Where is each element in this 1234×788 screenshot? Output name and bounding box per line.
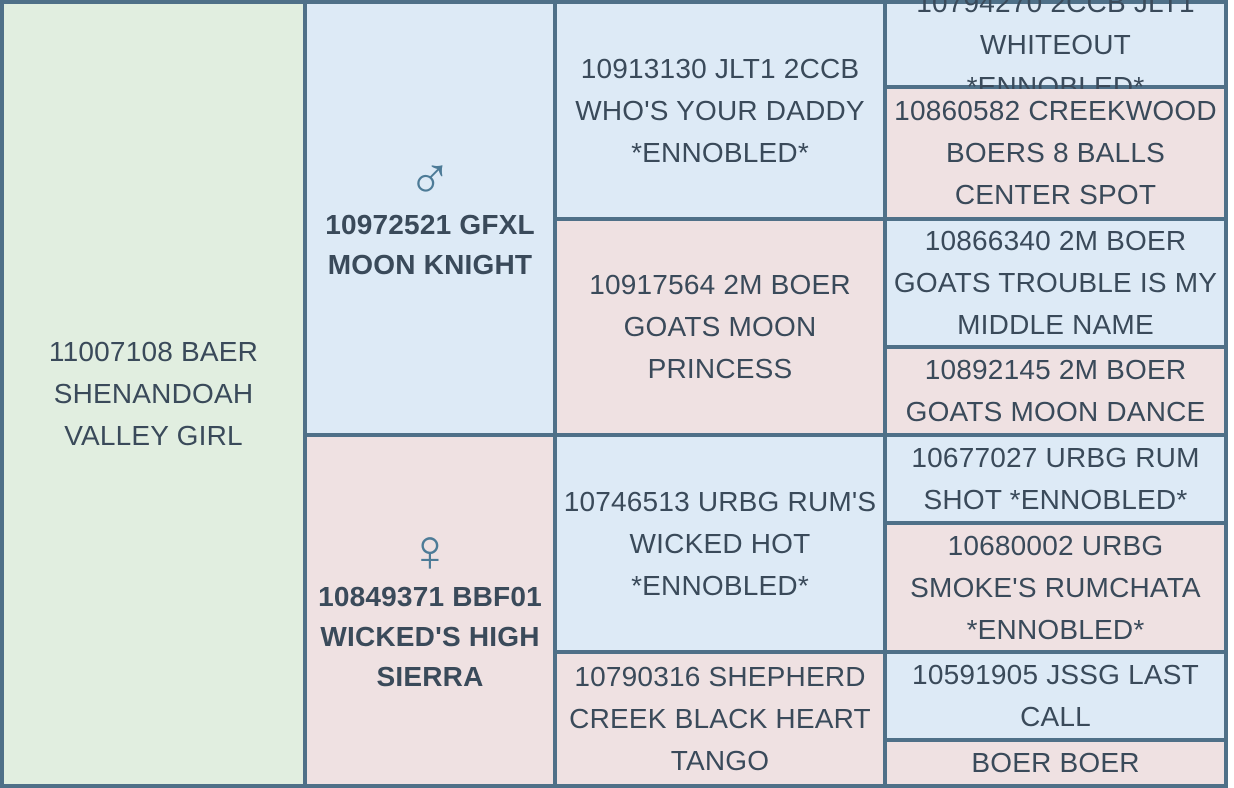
great-grandparent-name: BOER BOER bbox=[971, 747, 1140, 778]
subject-cell[interactable]: 11007108 BAER SHENANDOAH VALLEY GIRL bbox=[4, 4, 303, 784]
sire-dam-cell[interactable]: 10917564 2M BOER GOATS MOON PRINCESS bbox=[557, 221, 883, 433]
dam-sire-name: 10746513 URBG RUM'S WICKED HOT *ENNOBLED… bbox=[563, 485, 877, 601]
sire-name: 10972521 GFXL MOON KNIGHT bbox=[325, 208, 535, 280]
great-grandparent-name: 10860582 CREEKWOOD BOERS 8 BALLS CENTER … bbox=[894, 95, 1217, 210]
great-grandparent-4-cell[interactable]: 10892145 2M BOER GOATS MOON DANCE bbox=[887, 349, 1224, 433]
great-grandparent-8-cell[interactable]: BOER BOER bbox=[887, 742, 1224, 784]
sire-sire-name: 10913130 JLT1 2CCB WHO'S YOUR DADDY *ENN… bbox=[575, 52, 865, 168]
great-grandparent-7-cell[interactable]: 10591905 JSSG LAST CALL bbox=[887, 654, 1224, 738]
great-grandparent-name: 10680002 URBG SMOKE'S RUMCHATA *ENNOBLED… bbox=[910, 529, 1201, 645]
dam-sire-cell[interactable]: 10746513 URBG RUM'S WICKED HOT *ENNOBLED… bbox=[557, 437, 883, 650]
dam-name: 10849371 BBF01 WICKED'S HIGH SIERRA bbox=[318, 580, 542, 692]
great-grandparent-5-cell[interactable]: 10677027 URBG RUM SHOT *ENNOBLED* bbox=[887, 437, 1224, 521]
dam-dam-name: 10790316 SHEPHERD CREEK BLACK HEART TANG… bbox=[569, 661, 871, 776]
female-symbol-icon: ♀ bbox=[407, 516, 453, 584]
sire-sire-cell[interactable]: 10913130 JLT1 2CCB WHO'S YOUR DADDY *ENN… bbox=[557, 4, 883, 217]
dam-dam-cell[interactable]: 10790316 SHEPHERD CREEK BLACK HEART TANG… bbox=[557, 654, 883, 784]
subject-name: 11007108 BAER SHENANDOAH VALLEY GIRL bbox=[48, 336, 259, 451]
great-grandparent-name: 10677027 URBG RUM SHOT *ENNOBLED* bbox=[911, 442, 1200, 515]
sire-cell[interactable]: ♂ 10972521 GFXL MOON KNIGHT bbox=[307, 4, 553, 433]
male-symbol-icon: ♂ bbox=[407, 144, 453, 212]
dam-cell[interactable]: ♀ 10849371 BBF01 WICKED'S HIGH SIERRA bbox=[307, 437, 553, 784]
great-grandparent-name: 10866340 2M BOER GOATS TROUBLE IS MY MID… bbox=[893, 225, 1218, 340]
great-grandparent-name: 10892145 2M BOER GOATS MOON DANCE bbox=[905, 354, 1206, 427]
great-grandparent-name: 10591905 JSSG LAST CALL bbox=[912, 659, 1199, 732]
great-grandparent-2-cell[interactable]: 10860582 CREEKWOOD BOERS 8 BALLS CENTER … bbox=[887, 89, 1224, 217]
great-grandparent-1-cell[interactable]: 10794270 2CCB JLT1 WHITEOUT *ENNOBLED* bbox=[887, 0, 1224, 102]
great-grandparent-6-cell[interactable]: 10680002 URBG SMOKE'S RUMCHATA *ENNOBLED… bbox=[887, 525, 1224, 650]
great-grandparent-3-cell[interactable]: 10866340 2M BOER GOATS TROUBLE IS MY MID… bbox=[887, 221, 1224, 345]
sire-dam-name: 10917564 2M BOER GOATS MOON PRINCESS bbox=[589, 269, 851, 384]
